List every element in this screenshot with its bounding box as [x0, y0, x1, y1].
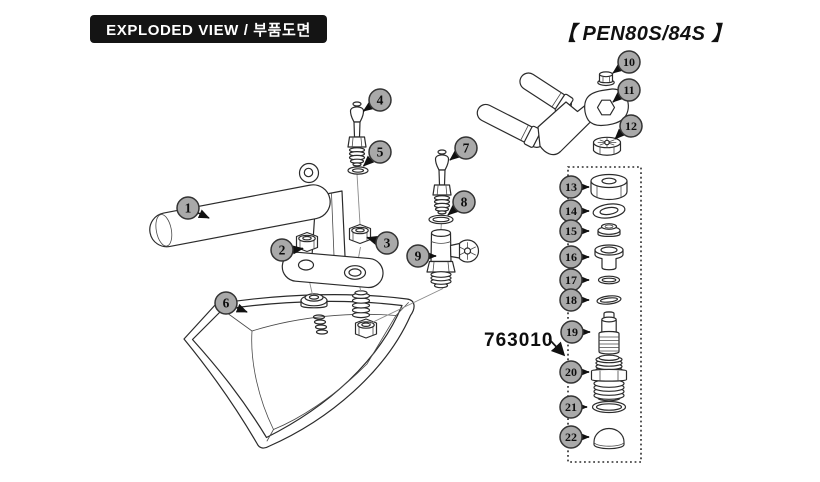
svg-text:19: 19: [566, 325, 578, 339]
part8-o-ring-drawing: [428, 214, 454, 225]
callout-14: 14: [559, 199, 590, 223]
callout-19: 19: [560, 320, 591, 344]
part6-sole-plate-drawing: [183, 294, 415, 449]
svg-text:20: 20: [565, 365, 577, 379]
svg-text:3: 3: [384, 236, 391, 251]
callout-18: 18: [559, 288, 590, 312]
svg-text:14: 14: [565, 204, 577, 218]
callout-10: 10: [612, 50, 641, 74]
svg-text:22: 22: [565, 430, 577, 444]
svg-text:13: 13: [565, 180, 577, 194]
part20-adapter-drawing: [590, 354, 628, 402]
callout-16: 16: [559, 245, 590, 269]
svg-text:6: 6: [223, 296, 230, 311]
callout-11: 11: [612, 78, 641, 103]
svg-text:18: 18: [565, 293, 577, 307]
part1-handle-drawing: [149, 162, 384, 289]
part15-packing-drawing: [597, 223, 621, 237]
callout-13: 13: [559, 175, 590, 199]
model-label: 【 PEN80S/84S 】: [556, 23, 732, 45]
callout-17: 17: [559, 268, 590, 292]
kit-code-arrow: [548, 338, 566, 357]
title-box: EXPLODED VIEW / 부품도면: [90, 15, 327, 43]
part17-o-ring-drawing: [597, 275, 621, 285]
callout-5: 5: [362, 140, 392, 167]
part9-valve-body-drawing: [426, 229, 480, 289]
part13-gland-nut-drawing: [590, 173, 628, 201]
svg-text:8: 8: [461, 195, 468, 210]
part12-hex-nut-drawing: [592, 136, 622, 156]
svg-text:17: 17: [565, 273, 577, 287]
callout-20: 20: [559, 360, 590, 384]
svg-text:15: 15: [565, 224, 577, 238]
callout-12: 12: [614, 114, 643, 140]
part21-o-ring-drawing: [591, 400, 627, 414]
page-title: EXPLODED VIEW / 부품도면: [106, 21, 311, 39]
callout-2: 2: [270, 238, 304, 262]
svg-text:7: 7: [463, 141, 470, 156]
part10-cap-nut-drawing: [597, 71, 615, 87]
callout-21: 21: [559, 395, 588, 419]
callout-6: 6: [214, 291, 248, 315]
part14-washer-drawing: [592, 203, 626, 219]
part19-valve-spindle-drawing: [598, 311, 620, 355]
part7-valve-stem-drawing: [432, 149, 452, 215]
part18-o-ring-drawing: [596, 295, 622, 305]
callout-1: 1: [176, 196, 210, 220]
svg-text:2: 2: [279, 243, 286, 258]
callout-9: 9: [406, 244, 437, 268]
part5-washer-drawing: [347, 166, 369, 175]
part22-cap-drawing: [593, 427, 625, 450]
svg-text:5: 5: [377, 145, 384, 160]
svg-text:11: 11: [623, 83, 634, 97]
svg-text:4: 4: [377, 93, 384, 108]
svg-text:16: 16: [565, 250, 577, 264]
svg-text:1: 1: [185, 201, 192, 216]
callout-22: 22: [559, 425, 590, 449]
callout-7: 7: [449, 136, 478, 161]
svg-text:12: 12: [625, 119, 637, 133]
part4-spray-nozzle-drawing: [347, 101, 367, 167]
callout-3: 3: [366, 231, 399, 255]
kit-code-label: 763010: [484, 330, 553, 351]
callout-8: 8: [447, 190, 476, 216]
svg-text:21: 21: [565, 400, 577, 414]
svg-text:10: 10: [623, 55, 635, 69]
part11-lever-drawing: [476, 72, 629, 156]
callout-4: 4: [362, 88, 392, 112]
svg-text:9: 9: [415, 249, 422, 264]
base-mount-hardware-drawing: [300, 290, 378, 339]
callout-15: 15: [559, 219, 590, 243]
part16-bushing-drawing: [594, 244, 624, 271]
part3-nut-drawing: [348, 223, 372, 245]
